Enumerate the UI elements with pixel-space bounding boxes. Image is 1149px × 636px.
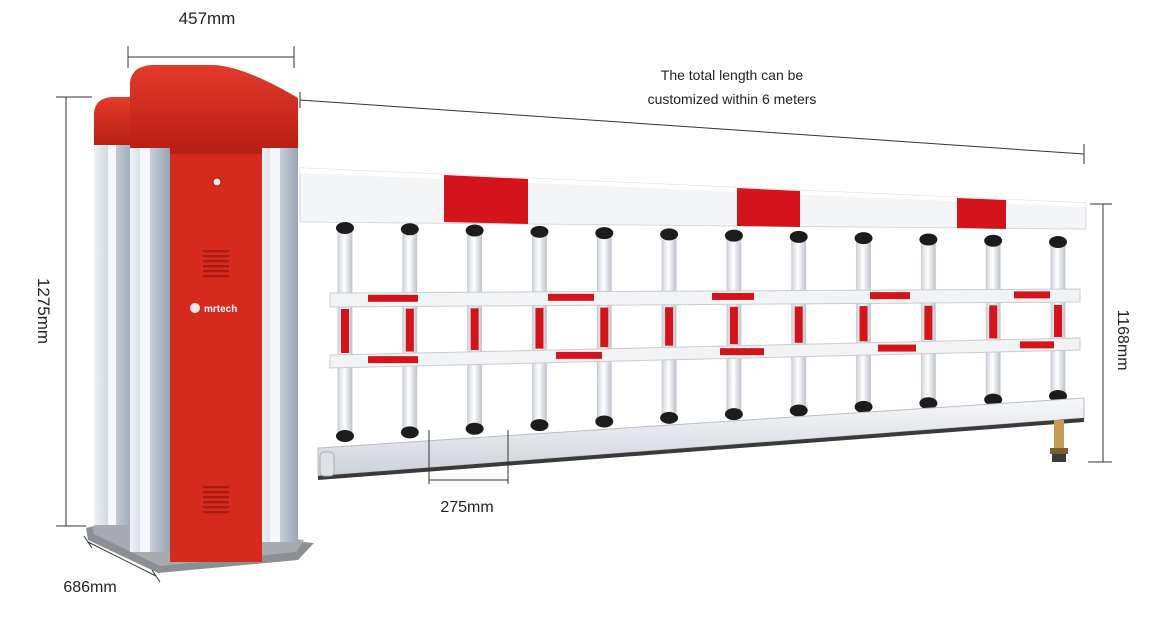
rail-stripe (712, 292, 754, 300)
rail-stripes (368, 291, 1054, 364)
rail-stripe (368, 356, 418, 364)
boom-stripe-2 (737, 188, 800, 227)
fence-post (789, 230, 808, 417)
boom-stripe-3 (957, 198, 1006, 229)
back-cap (94, 97, 136, 145)
fence-post (724, 229, 743, 421)
width-dimension-label: 457mm (179, 9, 236, 28)
fence-post (336, 222, 354, 442)
front-cap (130, 65, 298, 148)
gate-cabinet: mrtech (86, 65, 314, 573)
rail-stripe (720, 348, 764, 356)
rail-stripe (1014, 291, 1050, 299)
bottom-bar (317, 397, 1085, 477)
dimension-lines (56, 46, 1112, 583)
brand-name: mrtech (204, 304, 237, 315)
upper-rail (329, 288, 1081, 308)
fence-spacing-label: 275mm (440, 499, 493, 516)
rail-stripe (556, 351, 602, 359)
vent-grille-top (203, 250, 229, 278)
vent-grille-bottom (203, 486, 229, 514)
bottom-bar-end-cap (319, 451, 335, 477)
fence-post (465, 224, 484, 435)
fence-post (660, 228, 679, 424)
fence-post (595, 227, 614, 428)
lower-rail (329, 337, 1081, 369)
fence-posts (336, 222, 1067, 442)
fence-post (530, 225, 549, 432)
arm-height-label: 1168mm (1114, 309, 1131, 370)
height-dimension-label: 1275mm (34, 278, 53, 344)
bottom-bar-edge (318, 418, 1084, 480)
brand-logo: mrtech (190, 303, 237, 315)
fence-post (400, 223, 419, 439)
fence-arm (299, 167, 1087, 480)
door-panel (170, 148, 262, 562)
lock-icon (212, 177, 222, 187)
fence-post (1049, 236, 1067, 402)
fence-post (984, 234, 1003, 406)
fence-post (854, 232, 873, 413)
depth-dimension-label: 686mm (63, 579, 116, 596)
length-note-line-2: customized within 6 meters (648, 91, 817, 107)
length-note-line-1: The total length can be (661, 67, 804, 83)
rail-stripe (870, 292, 910, 300)
fence-post (919, 233, 938, 410)
logo-flower-icon (190, 303, 200, 313)
rail-stripe (1020, 341, 1054, 349)
boom-stripe-1 (444, 175, 528, 224)
rail-stripe (368, 294, 418, 302)
rail-stripe (878, 344, 916, 352)
rail-stripe (548, 293, 594, 301)
support-foot (1050, 420, 1068, 462)
